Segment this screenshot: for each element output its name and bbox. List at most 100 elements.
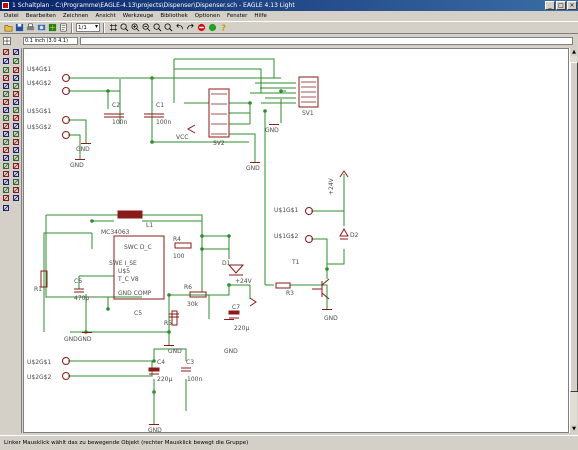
- script-button[interactable]: [58, 23, 68, 33]
- gateswap-icon[interactable]: [12, 114, 20, 122]
- label-ic-pins-1: SWC D_C: [124, 244, 152, 251]
- menu-hilfe[interactable]: Hilfe: [254, 13, 267, 19]
- replace-icon[interactable]: [2, 114, 10, 122]
- text-icon[interactable]: [12, 146, 20, 154]
- zoom-icon[interactable]: [2, 204, 10, 212]
- scroll-down-arrow-icon[interactable]: ▼: [570, 425, 578, 433]
- group-icon[interactable]: [12, 82, 20, 90]
- menu-werkzeuge[interactable]: Werkzeuge: [122, 13, 154, 19]
- redraw-button[interactable]: [152, 23, 162, 33]
- scroll-up-arrow-icon[interactable]: ▲: [570, 48, 578, 56]
- name-icon[interactable]: [2, 122, 10, 130]
- help-button[interactable]: ?: [218, 23, 228, 33]
- mark-icon[interactable]: [2, 66, 10, 74]
- save-button[interactable]: [14, 23, 24, 33]
- paste-icon[interactable]: [2, 98, 10, 106]
- move-icon[interactable]: [12, 66, 20, 74]
- display-icon[interactable]: [12, 57, 20, 65]
- tool-row: [2, 170, 20, 179]
- tool-row: [2, 204, 20, 213]
- minimize-button[interactable]: _: [545, 1, 555, 10]
- cut-icon[interactable]: [12, 90, 20, 98]
- zoom-out-button[interactable]: [141, 23, 151, 33]
- menu-optionen[interactable]: Optionen: [194, 13, 221, 19]
- polygon-icon[interactable]: [12, 162, 20, 170]
- grid-toggle-icon[interactable]: [3, 37, 11, 45]
- attribute-icon[interactable]: [2, 186, 10, 194]
- add-icon[interactable]: [2, 106, 10, 114]
- go-button[interactable]: [207, 23, 217, 33]
- dimension-icon[interactable]: [12, 186, 20, 194]
- tool-row: [2, 106, 20, 115]
- label-plus24v-2: +24V: [328, 177, 335, 195]
- show-icon[interactable]: [2, 57, 10, 65]
- value-icon[interactable]: [12, 122, 20, 130]
- menu-datei[interactable]: Datei: [4, 13, 19, 19]
- label-gnd-6: GND: [168, 348, 182, 355]
- coordinate-display: 0.1 inch (3.0 4.1): [23, 37, 78, 45]
- delete-icon[interactable]: [12, 98, 20, 106]
- arc-icon[interactable]: [12, 154, 20, 162]
- smash-icon[interactable]: [2, 130, 10, 138]
- label-c6-value: 470p: [74, 295, 89, 302]
- command-input[interactable]: [80, 37, 573, 45]
- mirror-icon[interactable]: [12, 74, 20, 82]
- cam-button[interactable]: [36, 23, 46, 33]
- zoom-out-icon: [142, 23, 150, 32]
- label-t1: T1: [291, 259, 300, 266]
- label-sv1: SV1: [302, 110, 314, 117]
- menu-bibliothek[interactable]: Bibliothek: [160, 13, 188, 19]
- label-gnd-4: GND: [265, 127, 279, 134]
- tool-row: [2, 114, 20, 123]
- rotate-icon[interactable]: [2, 82, 10, 90]
- circle-icon[interactable]: [2, 154, 10, 162]
- vertical-scrollbar[interactable]: ▲ ▼: [569, 48, 578, 433]
- erc-icon[interactable]: [2, 194, 10, 202]
- print-button[interactable]: [25, 23, 35, 33]
- pinswap-icon[interactable]: [12, 106, 20, 114]
- schematic-canvas[interactable]: U$4G$1 U$4G$2 U$5G$1 U$5G$2 C2 100n C1 1…: [23, 48, 569, 433]
- redraw-icon: [153, 23, 161, 32]
- zoom-select-button[interactable]: [163, 23, 173, 33]
- sheet-select[interactable]: 1/1: [76, 23, 100, 32]
- printer-icon: [26, 23, 34, 31]
- grid-button[interactable]: [108, 23, 118, 33]
- label-c5: C5: [134, 310, 142, 317]
- menu-ansicht[interactable]: Ansicht: [95, 13, 116, 19]
- bus-icon[interactable]: [2, 170, 10, 178]
- copy-icon[interactable]: [2, 74, 10, 82]
- label-r3: R3: [286, 290, 294, 297]
- errors-icon[interactable]: [12, 194, 20, 202]
- info-icon[interactable]: [2, 48, 10, 56]
- label-u5: U$5: [118, 268, 130, 275]
- miter-icon[interactable]: [2, 138, 10, 146]
- split-icon[interactable]: [12, 130, 20, 138]
- net-icon[interactable]: [12, 170, 20, 178]
- zoom-fit-button[interactable]: [119, 23, 129, 33]
- tool-row: [2, 194, 20, 203]
- scroll-thumb[interactable]: [570, 62, 578, 392]
- junction-icon[interactable]: [2, 178, 10, 186]
- move-icon[interactable]: [12, 48, 20, 56]
- wire-icon[interactable]: [2, 146, 10, 154]
- label-d1: D1: [222, 260, 231, 267]
- label-us1g1: U$1G$1: [274, 207, 298, 214]
- menu-fenster[interactable]: Fenster: [227, 13, 248, 19]
- label-l1: L1: [146, 222, 153, 229]
- undo-button[interactable]: [174, 23, 184, 33]
- zoom-in-button[interactable]: [130, 23, 140, 33]
- invoke-icon[interactable]: [12, 138, 20, 146]
- label-c6: C6: [74, 278, 82, 285]
- close-button[interactable]: ×: [567, 1, 577, 10]
- open-button[interactable]: [3, 23, 13, 33]
- menu-bearbeiten[interactable]: Bearbeiten: [25, 13, 56, 19]
- label-icon[interactable]: [12, 178, 20, 186]
- board-button[interactable]: [47, 23, 57, 33]
- stop-button[interactable]: [196, 23, 206, 33]
- redo-button[interactable]: [185, 23, 195, 33]
- maximize-button[interactable]: □: [556, 1, 566, 10]
- change-icon[interactable]: [2, 90, 10, 98]
- wires: [43, 58, 345, 424]
- menu-zeichnen[interactable]: Zeichnen: [62, 13, 89, 19]
- rect-icon[interactable]: [2, 162, 10, 170]
